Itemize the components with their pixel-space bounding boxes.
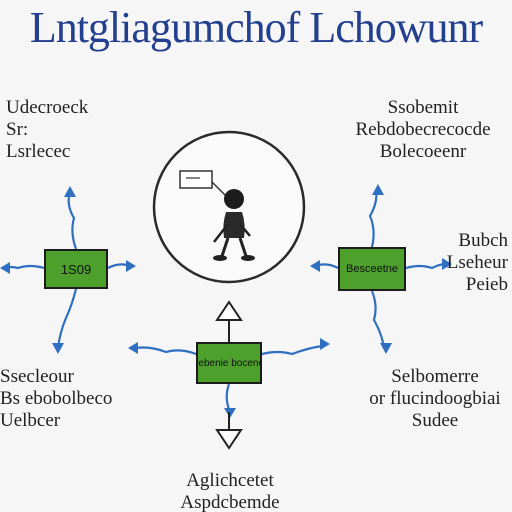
label-top-right-line: Rebdobecrecocde xyxy=(355,119,491,140)
diagram-title: Lntgliagumchof Lchowunr xyxy=(29,3,483,52)
label-bottom: Aglichcetet Aspdcbemde xyxy=(170,470,290,512)
label-bottom-line: Aspdcbemde xyxy=(180,492,280,512)
label-bottom-left-line: Uelbcer xyxy=(0,410,61,431)
up-outline-arrow xyxy=(215,300,243,342)
label-bottom-left: Ssecleour Bs ebobolbeco Uelbcer xyxy=(0,366,112,432)
right-node-arrowheads xyxy=(310,184,452,354)
label-right-line: Peieb xyxy=(465,274,508,295)
left-node: 1S09 xyxy=(44,249,108,289)
down-outline-arrow xyxy=(215,412,243,450)
bottom-node: Bodiebenie bocencecu xyxy=(196,342,262,384)
label-bottom-line: Aglichcetet xyxy=(186,470,274,491)
label-top-right-line: Bolecoeenr xyxy=(379,141,467,162)
label-top-left-line: Lsrlecec xyxy=(6,141,71,162)
label-top-left-line: Sr: xyxy=(6,119,29,140)
label-top-left-line: Udecroeck xyxy=(6,97,89,118)
label-bottom-right-line: Sudee xyxy=(411,410,459,431)
label-bottom-right-line: Selbomerre xyxy=(391,366,479,387)
left-node-arrowheads xyxy=(0,186,136,354)
label-right-line: Lseheur xyxy=(446,252,508,273)
label-bottom-right: Selbomerre or flucindoogbiai Sudee xyxy=(362,366,508,432)
label-top-left: Udecroeck Sr: Lsrlecec xyxy=(6,97,88,163)
label-top-right-line: Ssobemit xyxy=(387,97,459,118)
label-right: Bubch Lseheur Peieb xyxy=(447,230,508,296)
person-with-sign-icon xyxy=(179,170,255,261)
label-top-right: Ssobemit Rebdobecrecocde Bolecoeenr xyxy=(338,97,508,163)
label-bottom-left-line: Bs ebobolbeco xyxy=(0,388,113,409)
label-bottom-left-line: Ssecleour xyxy=(0,366,74,387)
right-node: Besceetne xyxy=(338,247,406,291)
label-right-line: Bubch xyxy=(458,230,508,251)
label-bottom-right-line: or flucindoogbiai xyxy=(369,388,501,409)
